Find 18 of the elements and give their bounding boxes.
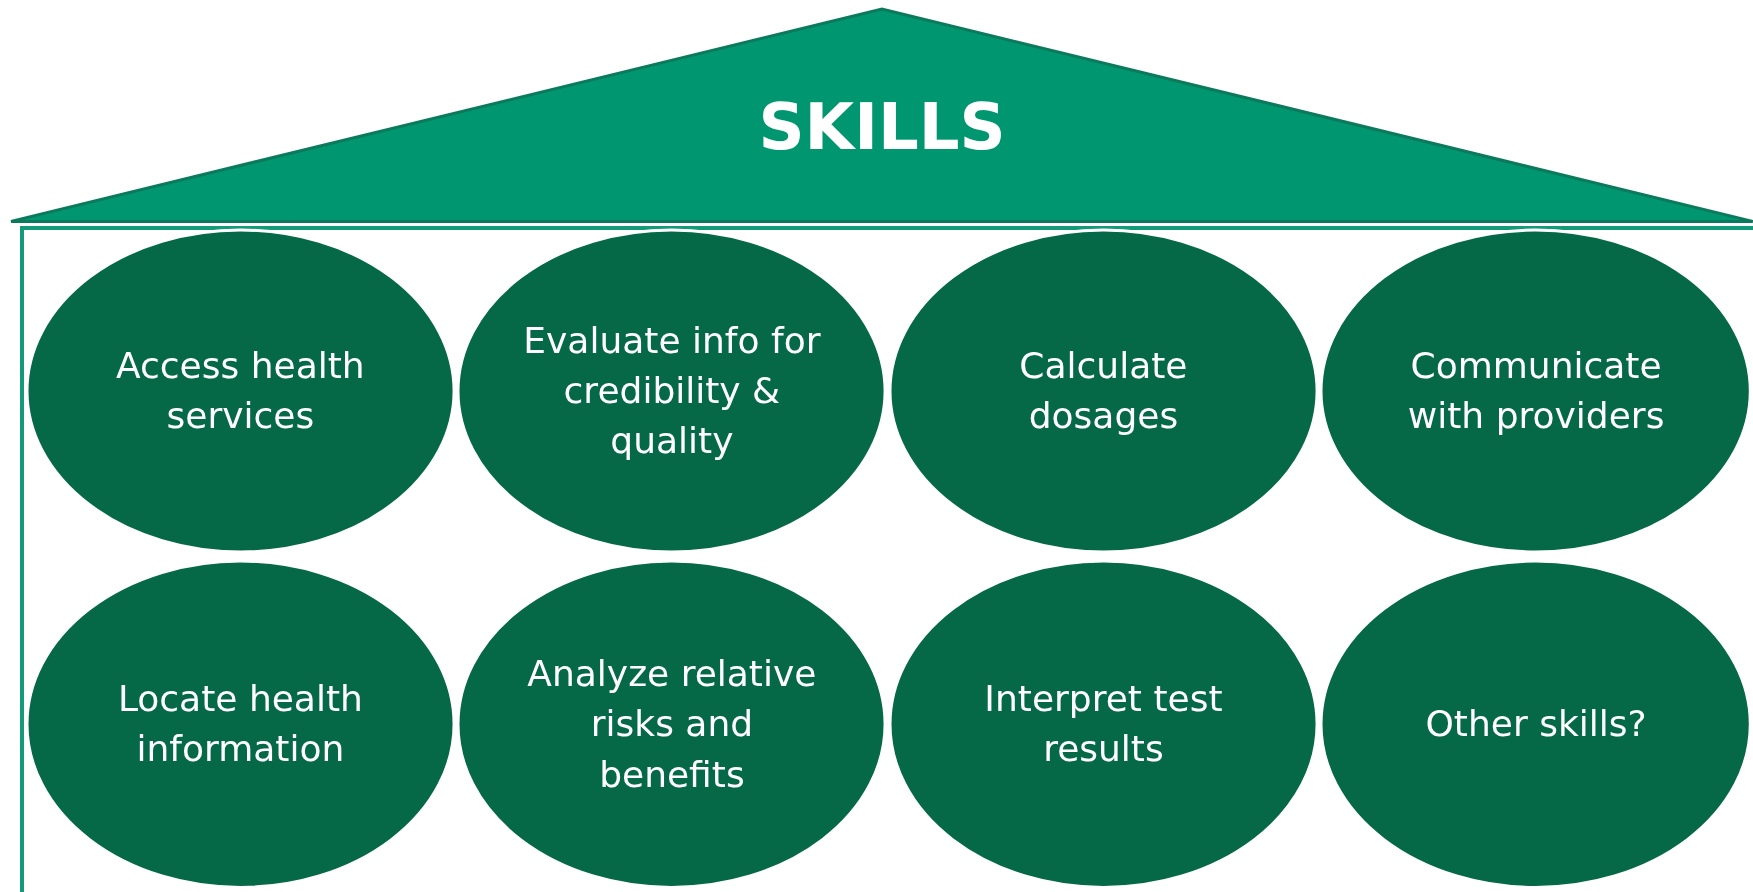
skill-label: Locate health information [116,677,364,772]
skill-ellipse [26,561,454,888]
skill-label: Other skills? [1425,702,1647,747]
skill-ellipse [889,561,1317,888]
roof-triangle [11,8,1753,222]
skill-label: Calculate dosages [1018,343,1189,439]
skill-ellipse [458,230,886,553]
skill-ellipse [458,561,886,888]
skill-ellipse [1321,230,1751,553]
skill-label: Evaluate info for credibility & quality [522,318,822,464]
skill-label: Analyze relative risks and benefits [526,651,818,797]
skill-label: Access health services [115,343,366,439]
roof-title: SKILLS [758,89,1006,167]
skill-ellipse [26,230,454,553]
skill-ellipse [889,230,1317,553]
skill-label: Communicate with providers [1406,343,1666,439]
skill-ellipse [1321,561,1751,888]
skill-label: Interpret test results [983,677,1224,772]
